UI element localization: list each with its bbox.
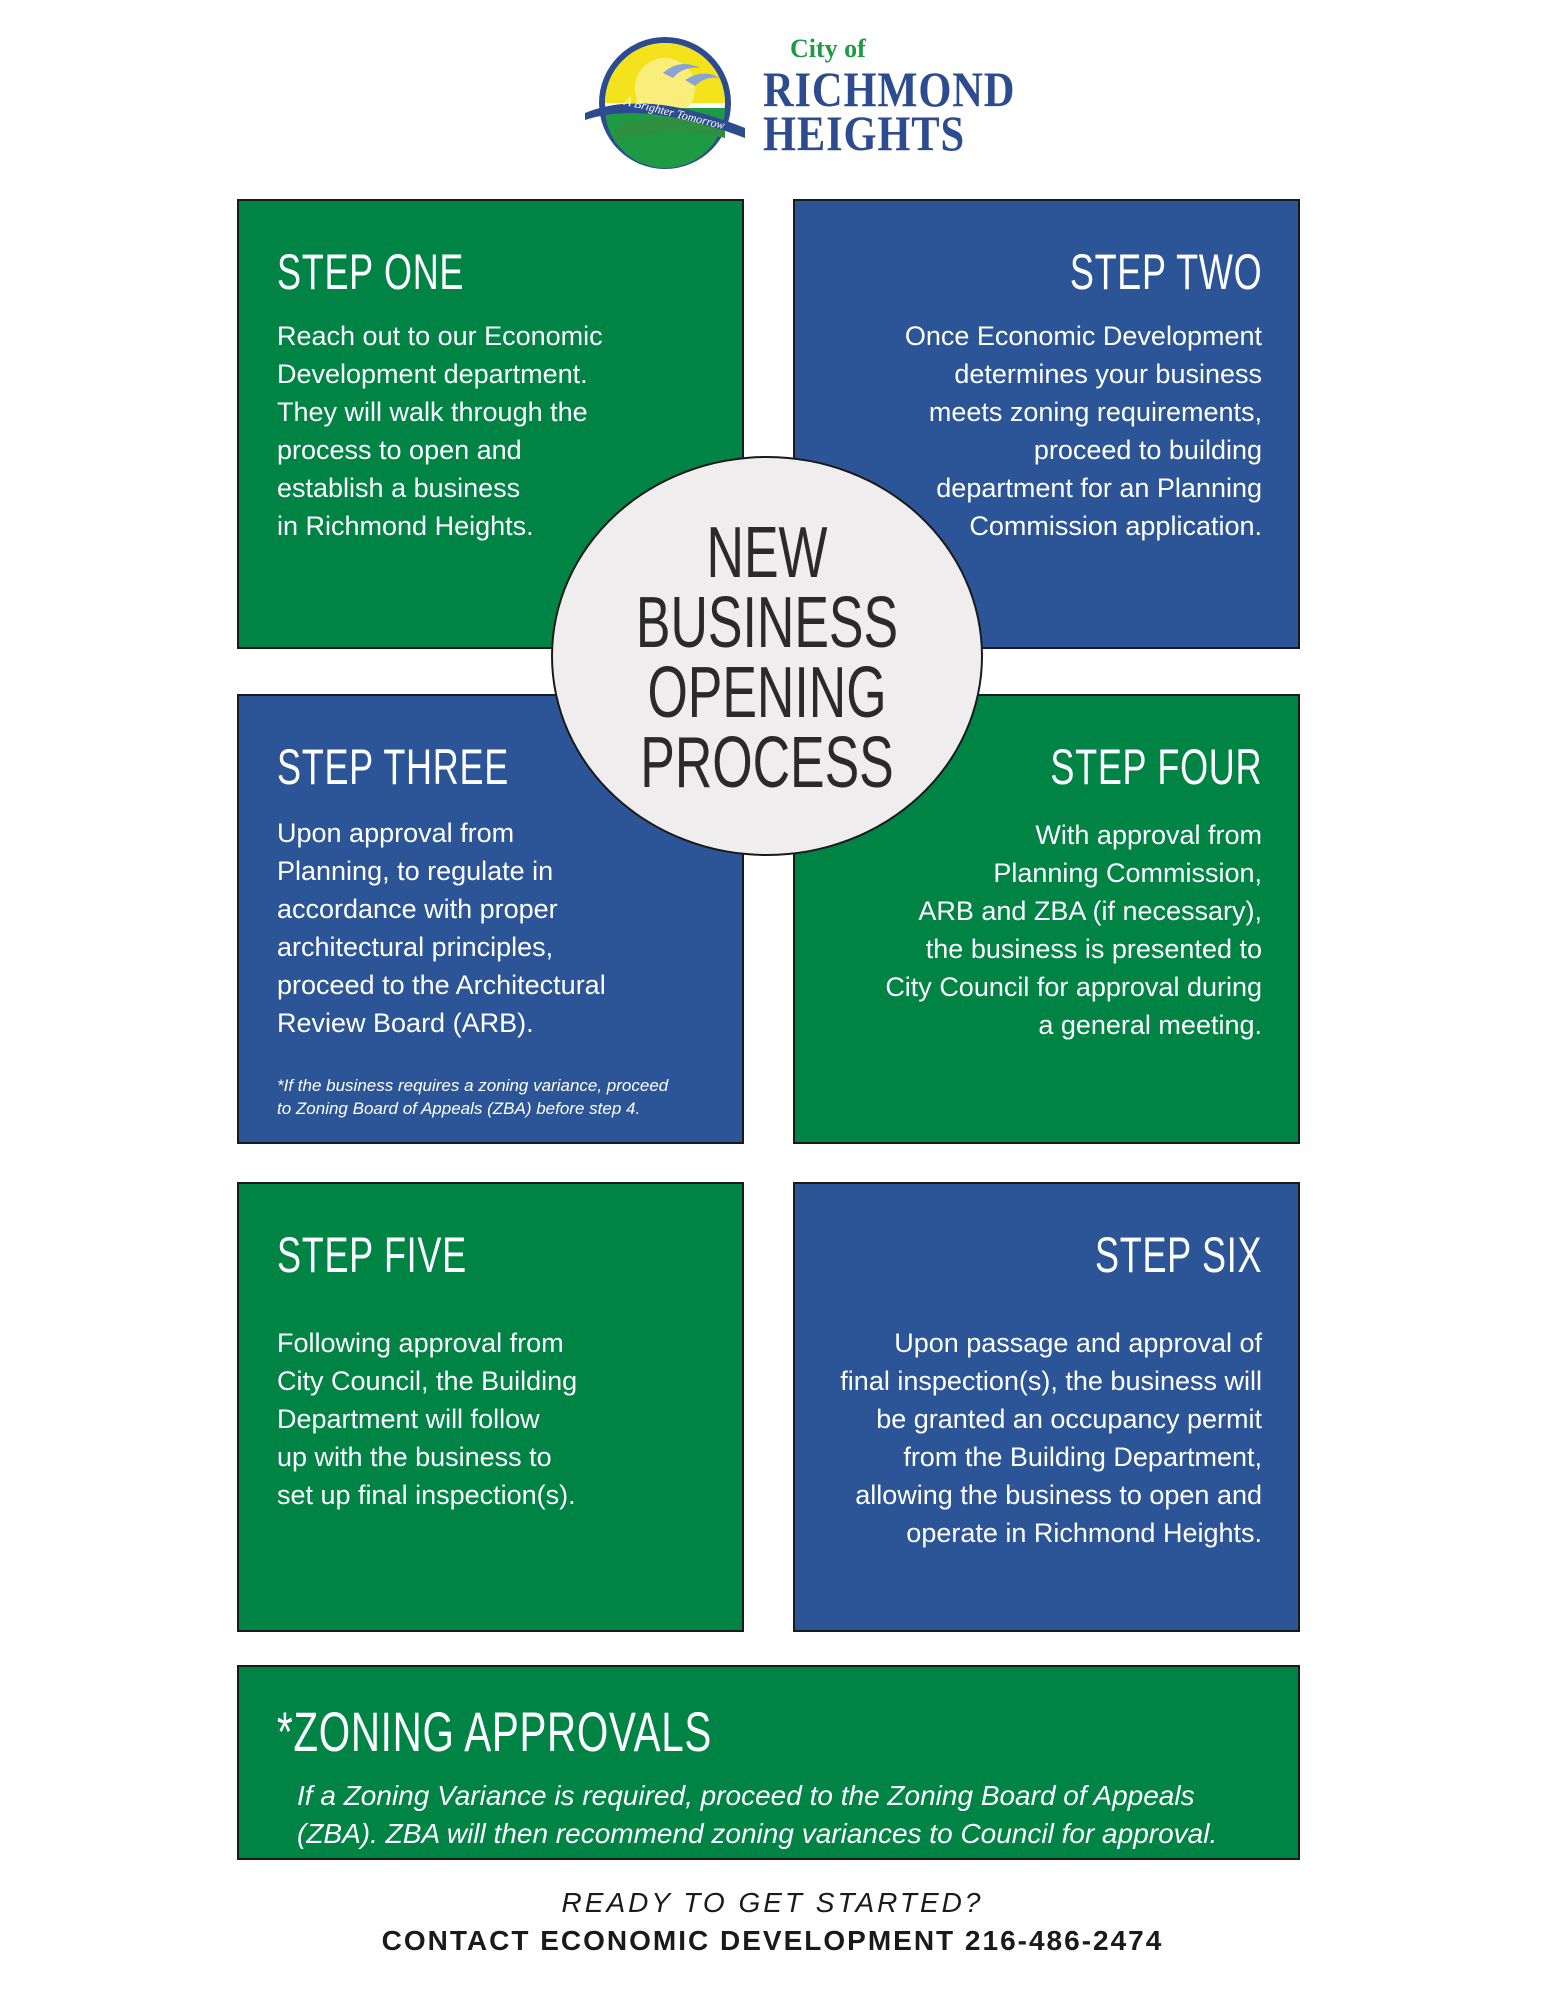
step-six-title: STEP SIX xyxy=(1094,1227,1262,1283)
cta-question: READY TO GET STARTED? xyxy=(561,1887,984,1918)
step-three-title: STEP THREE xyxy=(277,739,509,795)
step-four-card: STEP FOUR With approval from Planning Co… xyxy=(793,694,1300,1144)
step-five-body: Following approval from City Council, th… xyxy=(277,1328,578,1510)
step-two-body: Once Economic Development determines you… xyxy=(904,321,1262,541)
step-six-body: Upon passage and approval of final inspe… xyxy=(840,1328,1262,1548)
logo-emblem-icon xyxy=(585,37,745,169)
step-three-card: STEP THREE Upon approval from Planning, … xyxy=(237,694,744,1144)
step-three-body: Upon approval from Planning, to regulate… xyxy=(277,818,606,1038)
logo-name-line1: RICHMOND xyxy=(763,61,1016,117)
cta-contact: CONTACT ECONOMIC DEVELOPMENT 216-486-247… xyxy=(381,1925,1164,1956)
step-one-title: STEP ONE xyxy=(277,244,465,300)
step-four-body: With approval from Planning Commission, … xyxy=(885,820,1262,1040)
step-one-card: STEP ONE Reach out to our Economic Devel… xyxy=(237,199,744,649)
zoning-approvals-card: *ZONING APPROVALS If a Zoning Variance i… xyxy=(237,1665,1300,1860)
step-five-card: STEP FIVE Following approval from City C… xyxy=(237,1182,744,1632)
step-one-body: Reach out to our Economic Development de… xyxy=(277,321,603,541)
logo-city-of: City of xyxy=(790,34,866,63)
zoning-body: If a Zoning Variance is required, procee… xyxy=(297,1780,1218,1849)
step-two-title: STEP TWO xyxy=(1069,244,1262,300)
zoning-title: *ZONING APPROVALS xyxy=(277,1700,712,1763)
step-six-card: STEP SIX Upon passage and approval of fi… xyxy=(793,1182,1300,1632)
step-five-title: STEP FIVE xyxy=(277,1227,467,1283)
logo-name-line2: HEIGHTS xyxy=(763,105,965,161)
step-four-title: STEP FOUR xyxy=(1050,739,1262,795)
center-title-circle: NEW BUSINESS OPENING PROCESS xyxy=(551,456,983,856)
center-title: NEW BUSINESS OPENING PROCESS xyxy=(635,513,899,803)
city-logo: City of RICHMOND HEIGHTS A Brighter Tomo… xyxy=(585,28,1014,178)
step-three-note: *If the business requires a zoning varia… xyxy=(277,1076,669,1118)
